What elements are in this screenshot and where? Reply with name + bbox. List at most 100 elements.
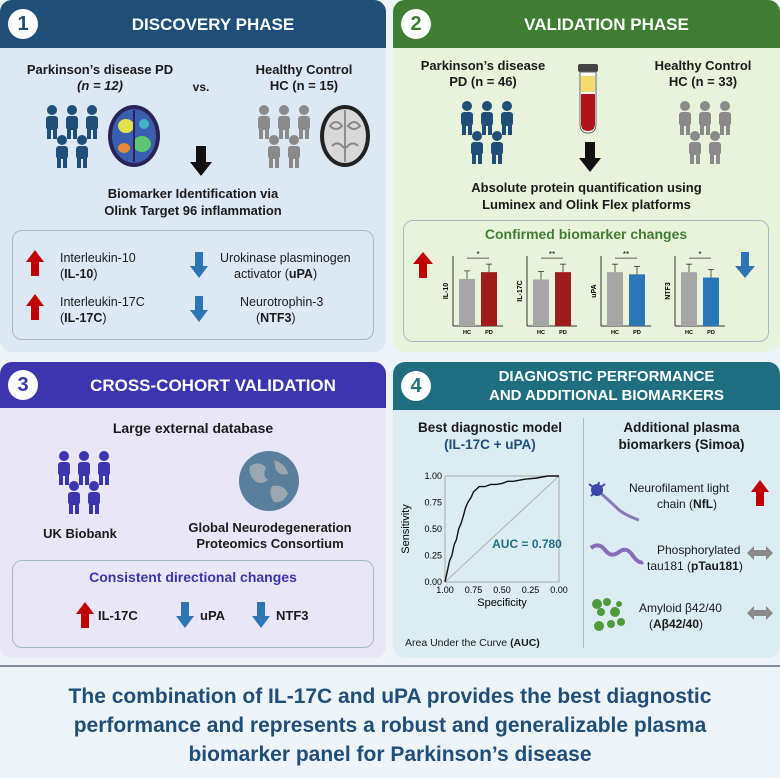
ptau-line1: Phosphorylated [657, 543, 741, 557]
cc-ntf3: NTF3 [276, 608, 309, 623]
significance-label: ** [549, 250, 555, 259]
bar-hc [681, 272, 697, 326]
conclusion-line1: The combination of IL-17C and uPA provid… [68, 685, 712, 708]
roc-y-tick: 0.50 [424, 524, 442, 534]
bar-hc [459, 278, 475, 326]
roc-y-tick: 0.00 [424, 577, 442, 587]
neutral-arrow-icon [747, 606, 773, 620]
additional-line2: biomarkers (Simoa) [618, 437, 745, 452]
confirmed-box [403, 220, 769, 342]
step-number-4: 4 [401, 371, 431, 401]
roc-ylabel: Sensitivity [400, 504, 412, 554]
cc-il17c: IL-17C [98, 608, 138, 623]
nfl-line2-wrap: chain (NfL) [657, 496, 717, 512]
hc-label: Healthy Control [255, 62, 353, 77]
il10-abbr: IL-10 [64, 267, 94, 281]
discovery-results-box [12, 230, 374, 340]
roc-xlabel: Specificity [477, 597, 527, 609]
bar-tick-label: PD [707, 330, 715, 336]
bar-chart-ylabel: IL-17C [517, 280, 524, 301]
ab-line3: ) [699, 617, 704, 631]
amyloid-icon [592, 598, 625, 631]
ptau-line2: tau181 ( [647, 559, 692, 573]
roc-x-tick: 0.50 [493, 585, 511, 595]
roc-x-tick: 0.25 [522, 585, 540, 595]
pd-label: Parkinson’s disease PD [26, 62, 174, 77]
auc-caption-abbr: (AUC) [510, 637, 540, 649]
roc-diagonal [444, 475, 560, 583]
bar-chart-ylabel: uPA [591, 284, 598, 297]
consistent-box [12, 560, 374, 648]
roc-curve-line [444, 475, 559, 583]
down-arrow-icon [190, 252, 208, 278]
hc-people-icon [258, 105, 310, 168]
discovery-panel: 1 DISCOVERY PHASE Parkinson’s disease PD… [0, 0, 386, 352]
down-arrow-icon [579, 142, 601, 172]
validation-panel: 2 VALIDATION PHASE Parkinson’s disease P… [393, 0, 780, 352]
bar-pd [555, 272, 571, 326]
gnpc-line2: Proteomics Consortium [196, 536, 344, 551]
bar-pd [703, 277, 719, 326]
mri-brain-scan-icon [320, 105, 370, 167]
bar-tick-label: HC [463, 330, 471, 336]
bottom-separator [0, 665, 780, 667]
additional-line1: Additional plasma [623, 420, 740, 435]
discovery-method-line1: Biomarker Identification via [107, 186, 279, 201]
discovery-title: DISCOVERY PHASE [131, 15, 295, 34]
down-arrow-icon [190, 146, 212, 176]
il10-abbr-wrap: (IL-10) [60, 267, 98, 281]
upa-name1: Urokinase plasminogen [220, 251, 351, 265]
pet-brain-scan-icon [108, 105, 160, 167]
ab-line1: Amyloid β42/40 [639, 601, 722, 615]
ukb-people-icon [58, 451, 110, 514]
upa-abbr: uPA [288, 267, 313, 281]
vs-label: vs. [192, 80, 210, 94]
pd-n: (n = 12) [77, 78, 123, 93]
roc-y-tick: 0.25 [424, 551, 442, 561]
discovery-method-line2: Olink Target 96 inflammation [104, 203, 282, 218]
cross-cohort-title: CROSS-COHORT VALIDATION [90, 376, 336, 395]
down-arrow-icon [176, 602, 194, 628]
ab-line2-wrap: (Aβ42/40) [649, 616, 703, 632]
pd-people-icon [46, 105, 98, 168]
up-arrow-icon [76, 602, 94, 628]
step-number-2: 2 [401, 9, 431, 39]
best-model-line1: Best diagnostic model [417, 420, 563, 435]
bar-chart-ylabel: NTF3 [665, 282, 672, 300]
external-db-label: Large external database [112, 420, 274, 436]
confirmed-title: Confirmed biomarker changes [484, 226, 688, 242]
il17c-abbr: IL-17C [64, 311, 103, 325]
validation-method-line2: Luminex and Olink Flex platforms [482, 197, 691, 212]
step-number-3: 3 [8, 370, 38, 400]
auc-caption-text: Area Under the Curve [405, 637, 511, 649]
roc-y-tick: 0.75 [424, 498, 442, 508]
ab-line2: ( [649, 617, 653, 631]
hc-label: Healthy Control [654, 58, 752, 73]
diagnostic-title2: AND ADDITIONAL BIOMARKERS [489, 387, 724, 404]
step-number-1: 1 [8, 9, 38, 39]
nfl-line3: ) [713, 497, 718, 511]
bar-tick-label: HC [611, 330, 619, 336]
gnpc-line1: Global Neurodegeneration [188, 520, 352, 535]
pd-n: PD (n = 46) [449, 74, 517, 89]
ntf3-name: Neurotrophin-3 [240, 295, 324, 309]
il17c-abbr-wrap: (IL-17C) [60, 311, 107, 325]
roc-x-tick: 0.00 [550, 585, 568, 595]
bar-tick-label: PD [485, 330, 493, 336]
significance-label: ** [623, 250, 629, 259]
ptau-line2-wrap: tau181 (pTau181) [647, 558, 743, 574]
roc-frame [444, 475, 560, 583]
diagnostic-panel: 4 DIAGNOSTIC PERFORMANCE AND ADDITIONAL … [393, 362, 780, 658]
conclusion-text: The combination of IL-17C and uPA provid… [10, 682, 770, 769]
cc-upa: uPA [200, 608, 226, 623]
consistent-title: Consistent directional changes [89, 569, 297, 585]
tau-protein-icon [589, 543, 644, 565]
bar-tick-label: PD [633, 330, 641, 336]
diagnostic-header: 4 DIAGNOSTIC PERFORMANCE AND ADDITIONAL … [393, 362, 780, 410]
best-model-line2: (IL-17C + uPA) [444, 437, 536, 452]
bar-hc [607, 272, 623, 326]
blood-tube-icon [578, 64, 598, 134]
ptau-abbr: pTau181 [691, 559, 739, 573]
